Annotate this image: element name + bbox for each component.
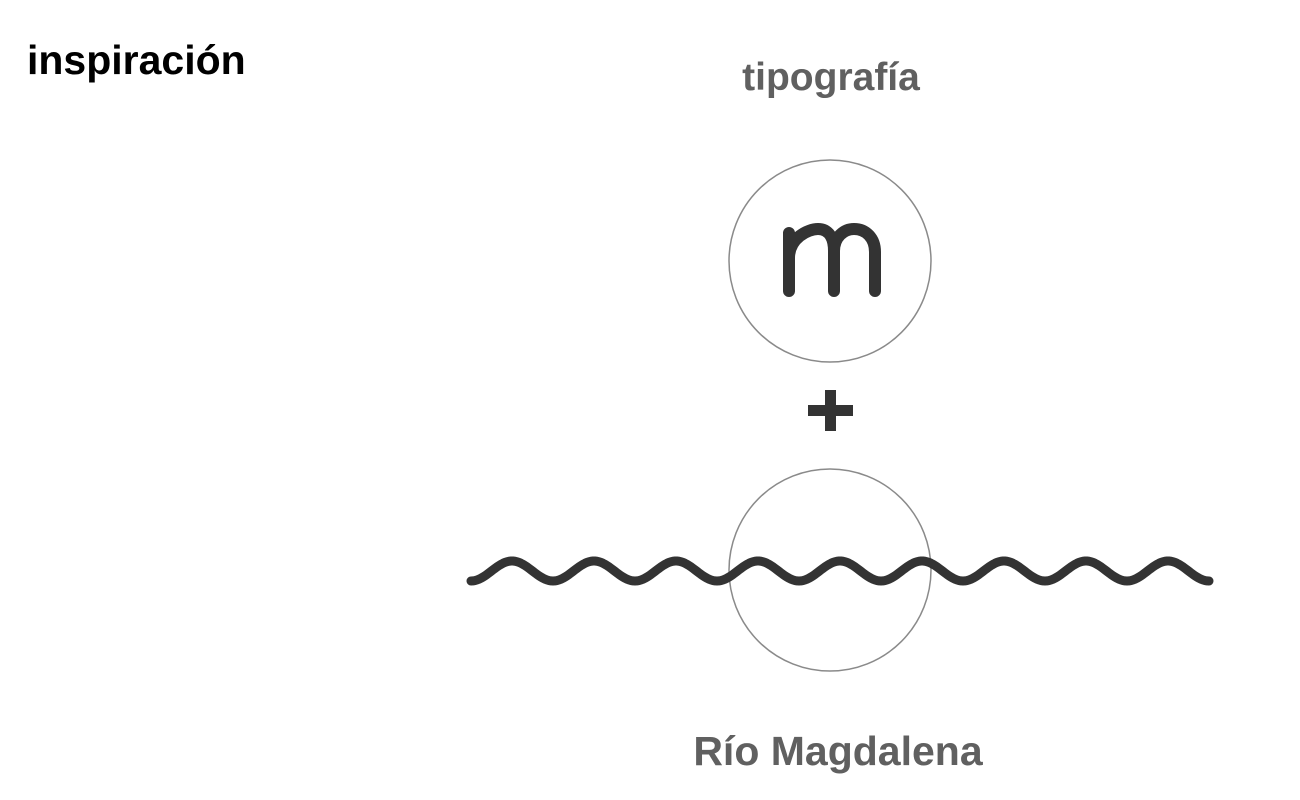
- plus-icon: [808, 390, 853, 431]
- typography-label: tipografía: [742, 56, 920, 99]
- letter-circle: [728, 159, 932, 363]
- letter-m-glyph: [783, 223, 881, 297]
- river-circle: [728, 468, 932, 672]
- river-label: Río Magdalena: [693, 728, 983, 774]
- river-wave: [466, 556, 1214, 586]
- page-title: inspiración: [27, 37, 246, 83]
